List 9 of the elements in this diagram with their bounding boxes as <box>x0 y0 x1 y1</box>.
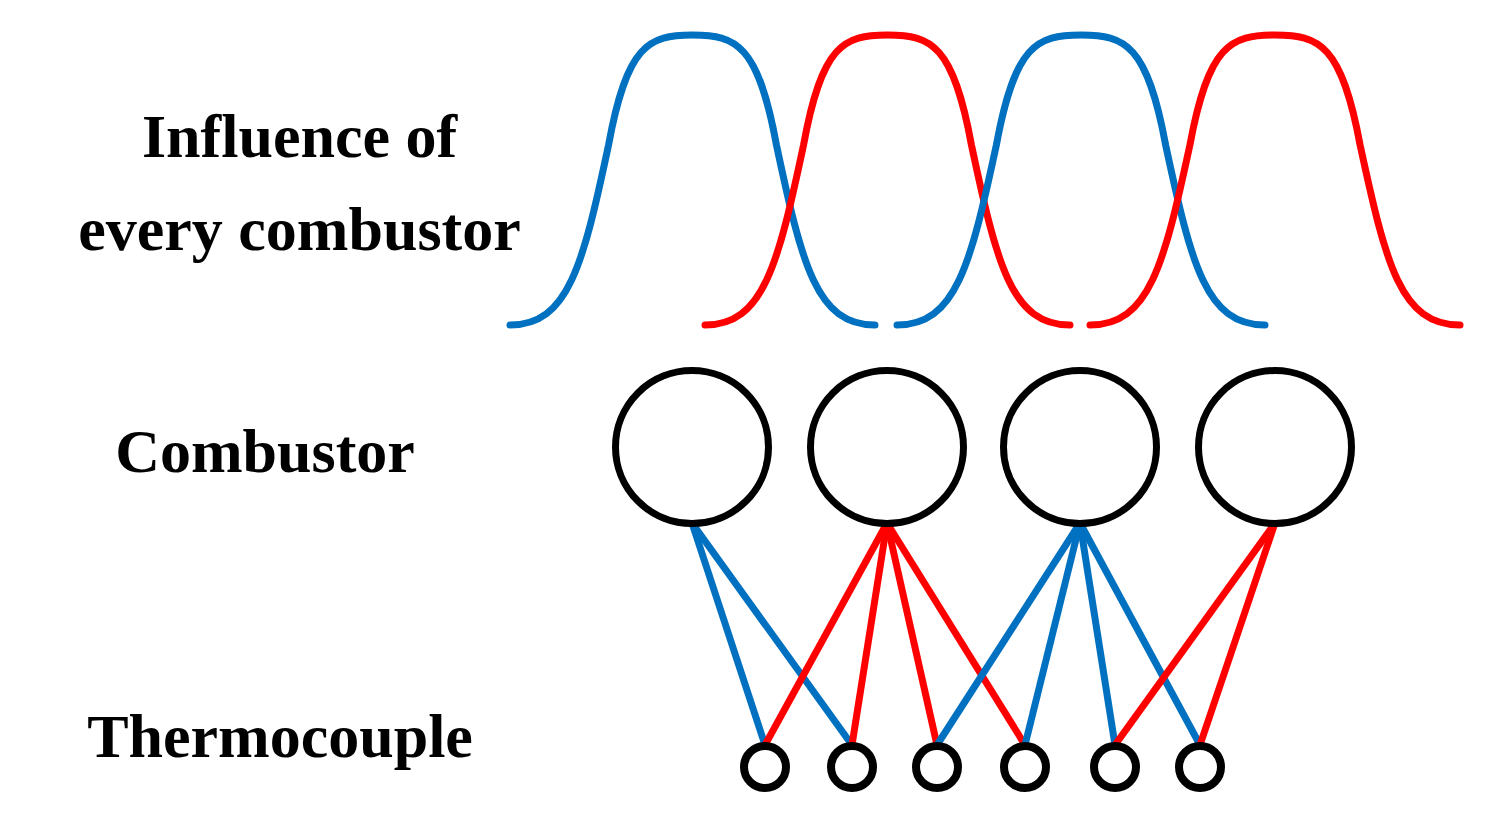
thermocouple-circle <box>827 742 877 792</box>
row-label: Influence of every combustor <box>77 101 522 265</box>
thermocouple-circle <box>1090 742 1140 792</box>
thermocouple-circle <box>1175 742 1225 792</box>
thermocouple-circle <box>740 742 790 792</box>
row-label: Thermocouple <box>86 701 474 772</box>
row-label: Combustor <box>114 416 416 487</box>
thermocouple-circle <box>1000 742 1050 792</box>
thermocouple-circle <box>912 742 962 792</box>
